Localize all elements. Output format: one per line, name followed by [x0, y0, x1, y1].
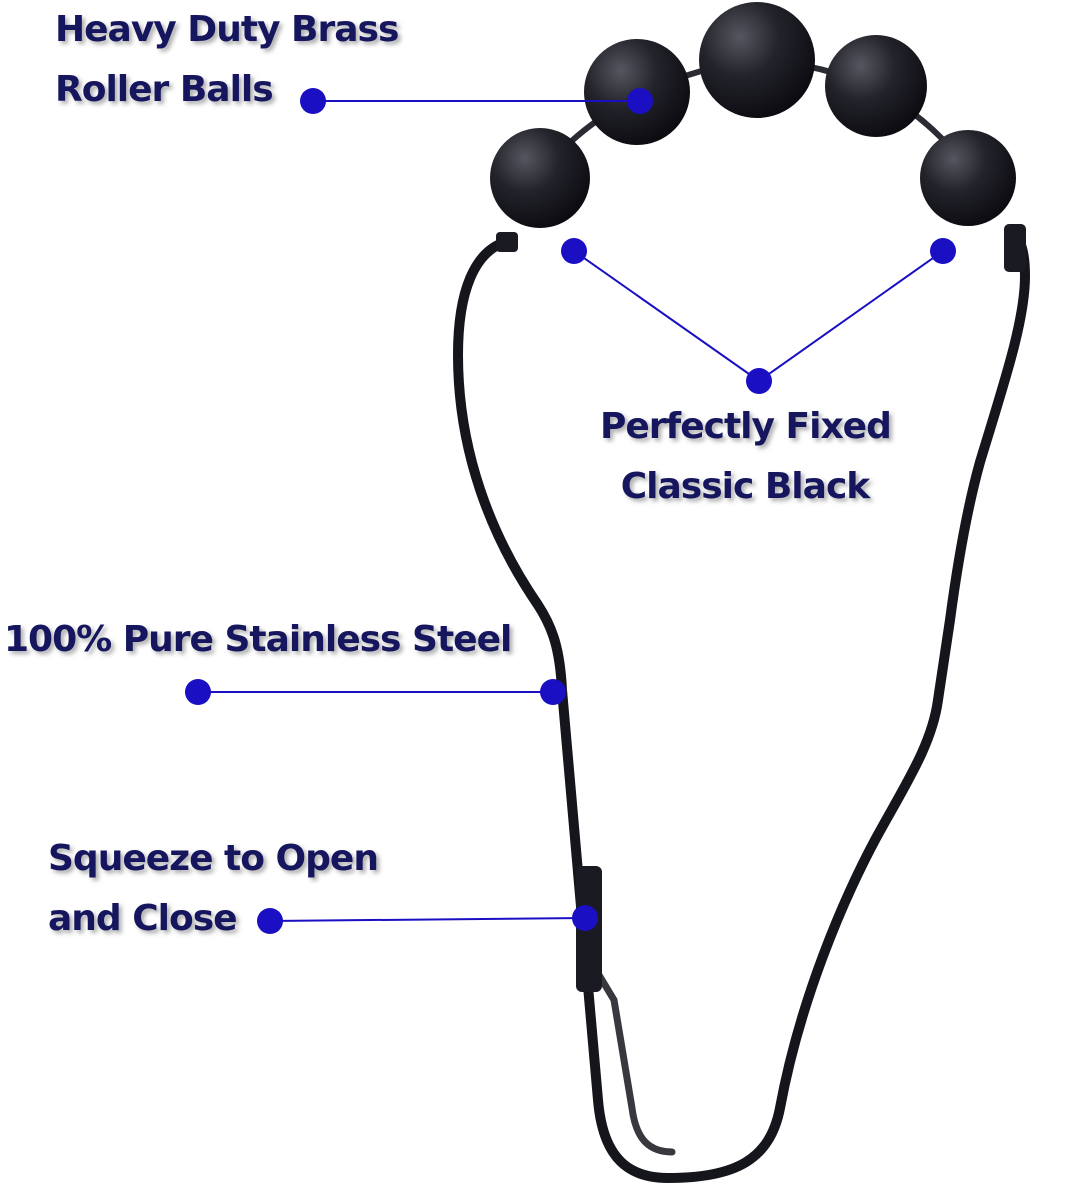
callout-line-fixed-right [758, 250, 944, 382]
roller-ball-4 [825, 35, 927, 137]
callout-dot-roller-balls-end [627, 88, 653, 114]
callout-line-squeeze [269, 917, 586, 922]
roller-ball-5 [920, 130, 1016, 226]
label-squeeze-line1: Squeeze to Open [48, 838, 379, 879]
label-steel-line1: 100% Pure Stainless Steel [4, 619, 512, 660]
callout-dot-fixed-right [930, 238, 956, 264]
hook-inner-wire [586, 956, 676, 1156]
label-roller-balls-line2: Roller Balls [55, 69, 274, 110]
label-squeeze-line2: and Close [48, 898, 238, 939]
callout-dot-steel-start [185, 679, 211, 705]
right-wire-cap [1004, 224, 1026, 272]
label-steel: 100% Pure Stainless Steel [4, 610, 512, 670]
left-wire-cap [496, 232, 518, 252]
callout-line-fixed-left [573, 250, 760, 382]
callout-dot-squeeze-end [572, 905, 598, 931]
label-fixed-black: Perfectly Fixed Classic Black [600, 397, 892, 517]
label-fixed-black-line1: Perfectly Fixed [600, 406, 892, 447]
callout-dot-steel-end [540, 679, 566, 705]
label-roller-balls-line1: Heavy Duty Brass [55, 9, 399, 50]
callout-dot-fixed-center [746, 368, 772, 394]
callout-dot-roller-balls-start [300, 88, 326, 114]
label-roller-balls: Heavy Duty Brass Roller Balls [55, 0, 399, 120]
roller-ball-3 [699, 2, 815, 118]
label-fixed-black-line2: Classic Black [620, 466, 870, 507]
hook-wire [453, 227, 1030, 1183]
callout-dot-squeeze-start [257, 908, 283, 934]
roller-ball-1 [490, 128, 590, 228]
callout-dot-fixed-left [561, 238, 587, 264]
label-squeeze: Squeeze to Open and Close [48, 829, 379, 949]
